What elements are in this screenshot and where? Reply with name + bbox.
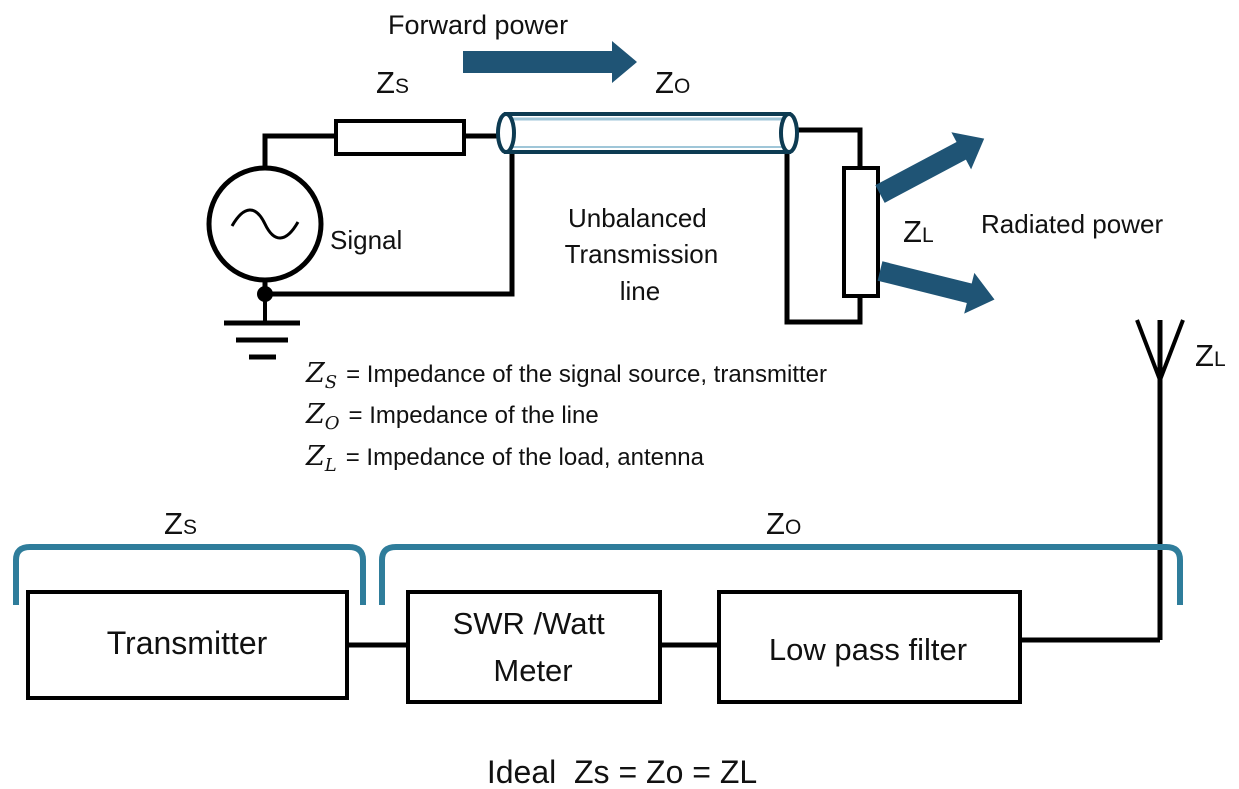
coax-transmission-line: [496, 112, 799, 154]
legend-zl-text: = Impedance of the load, antenna: [346, 444, 705, 471]
swr-meter-label-1: SWR /Watt: [453, 606, 606, 641]
antenna-icon: [1135, 319, 1185, 640]
radiated-power-arrow-upper: [875, 132, 985, 203]
line-label: Unbalanced Transmission line: [565, 203, 726, 306]
signal-label: Signal: [330, 225, 402, 255]
legend-row-zl: ZL = Impedance of the load, antenna: [305, 441, 705, 476]
zs-label-bottom: ZS: [164, 506, 197, 541]
zs-brace: [13, 544, 366, 605]
forward-power-arrow: [463, 41, 637, 83]
zl-label-load-sub: L: [922, 224, 934, 247]
zs-label-bottom-sub: S: [183, 516, 197, 539]
radiated-power-label: Radiated power: [981, 209, 1163, 239]
radiated-power-arrow-lower: [877, 261, 995, 314]
zo-label-top: ZO: [655, 65, 690, 100]
zs-label-top-main: Z: [376, 65, 395, 100]
coax-to-load-top-wire: [789, 127, 863, 168]
line-label-2: Transmission: [565, 239, 719, 269]
zs-label-bottom-main: Z: [164, 506, 183, 541]
legend-zs-symbol: Z: [305, 358, 326, 389]
swr-meter-label-2: Meter: [493, 653, 572, 688]
coax-to-load-bottom-wire: [784, 150, 863, 325]
zl-label-load-main: Z: [903, 214, 922, 249]
low-pass-filter-block: [717, 590, 1022, 704]
legend-zo-text: = Impedance of the line: [349, 402, 599, 429]
ideal-equation: Ideal Zs = Zo = ZL: [487, 754, 757, 789]
zo-label-bottom-main: Z: [766, 506, 785, 541]
line-label-3: line: [620, 276, 660, 306]
legend-zl-symbol: Z: [305, 441, 326, 472]
transmitter-block: [26, 590, 349, 700]
zo-label-top-sub: O: [674, 75, 690, 98]
transmitter-label: Transmitter: [107, 625, 268, 661]
zo-label-top-main: Z: [655, 65, 674, 100]
legend: ZS= Impedance of the signal source, tran…: [305, 358, 827, 476]
legend-zs-sub: S: [325, 372, 337, 393]
zl-label-antenna-main: Z: [1195, 338, 1214, 373]
zs-label-top-sub: S: [395, 75, 409, 98]
zo-label-bottom-sub: O: [785, 516, 801, 539]
legend-zl-sub: L: [324, 455, 337, 476]
ground-icon: [224, 294, 300, 360]
zs-label-top: ZS: [376, 65, 409, 100]
zl-label-antenna: ZL: [1195, 338, 1226, 373]
forward-power-label: Forward power: [388, 10, 568, 40]
zl-label-antenna-sub: L: [1214, 348, 1226, 371]
source-to-resistor-wire: [262, 133, 336, 178]
source-impedance-resistor: [334, 119, 466, 156]
load-impedance-resistor: [842, 166, 880, 298]
zo-label-bottom: ZO: [766, 506, 801, 541]
zl-label-load: ZL: [903, 214, 934, 249]
legend-row-zs: ZS = Impedance of the signal source, tran…: [305, 358, 827, 393]
zo-brace: [379, 544, 1183, 605]
swr-meter-block: [406, 590, 662, 704]
legend-zo-sub: O: [325, 413, 340, 434]
low-pass-filter-label: Low pass filter: [769, 632, 967, 667]
legend-zs-text: = Impedance of the signal source, transm…: [346, 361, 827, 388]
sine-wave-icon: [230, 208, 300, 240]
signal-source: [206, 165, 324, 283]
line-label-1: Unbalanced: [568, 203, 707, 233]
swr-meter-label: SWR /Watt Meter: [453, 606, 614, 688]
legend-row-zo: ZO = Impedance of the line: [305, 399, 599, 434]
legend-zo-symbol: Z: [305, 399, 326, 430]
